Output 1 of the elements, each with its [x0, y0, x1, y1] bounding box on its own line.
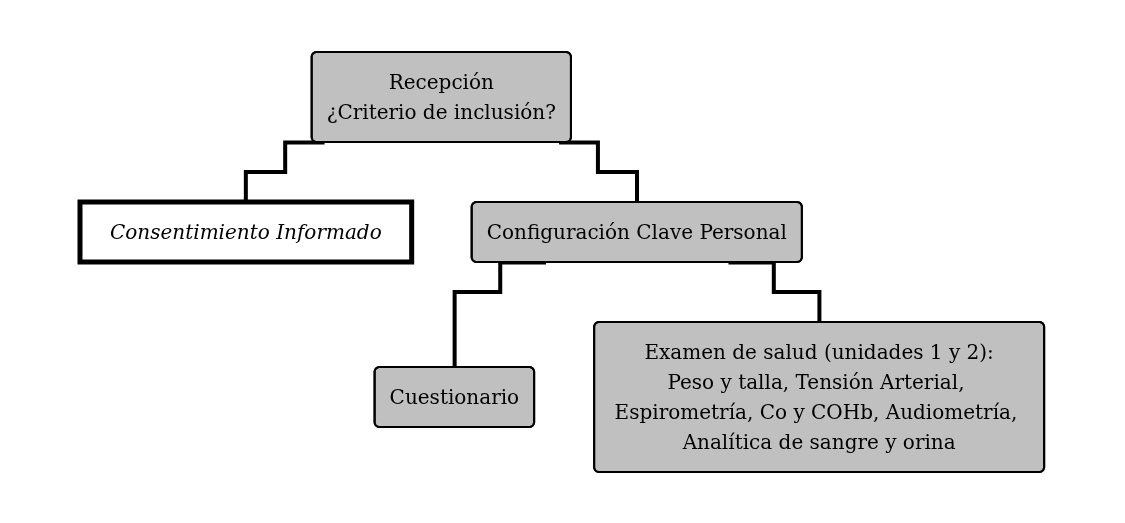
node-box: Consentimiento Informado: [77, 199, 415, 264]
